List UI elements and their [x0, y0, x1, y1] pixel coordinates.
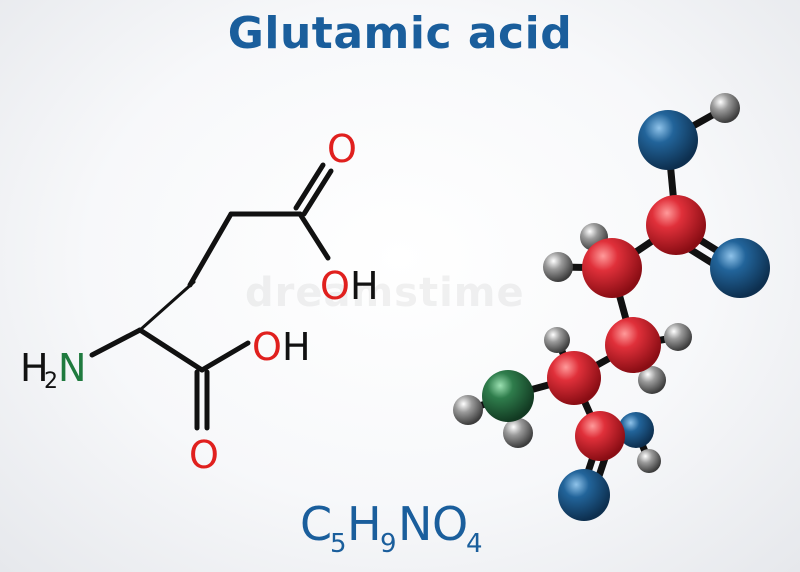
oxygen-atom-right	[710, 238, 770, 298]
carbon-atom-carboxyl-bottom	[575, 411, 625, 461]
bond-c1-oh	[199, 340, 251, 373]
hydrogen-atom	[638, 366, 666, 394]
atom-h-hydroxyl-right: H	[282, 325, 311, 369]
bond-c5-oh	[297, 211, 331, 261]
oxygen-atom-top	[638, 110, 698, 170]
bond-c5-o-double-a	[301, 168, 334, 217]
hydrogen-atom	[664, 323, 692, 351]
hydrogen-atom	[637, 449, 661, 473]
atom-h-hydroxyl-top: H	[350, 264, 379, 308]
atom-o-hydroxyl-top: O	[320, 264, 350, 308]
wedge-bond-c2-c3	[138, 280, 196, 332]
hydrogen-atom	[710, 93, 740, 123]
atom-o-carbonyl-top: O	[327, 127, 357, 171]
hydrogen-atom	[543, 252, 573, 282]
formula-o-count: 4	[466, 529, 483, 559]
oxygen-atom-bottom	[558, 469, 610, 521]
hydrogen-atom	[503, 418, 533, 448]
formula-c: C	[300, 497, 332, 551]
formula-o: O	[432, 497, 468, 551]
hydrogen-atom	[453, 395, 483, 425]
bond-c3-c4	[187, 211, 234, 288]
carbon-atom-beta	[582, 238, 642, 298]
oxygen-atom-hydroxyl	[618, 412, 654, 448]
formula-c-count: 5	[330, 529, 347, 559]
atom-o-carbonyl-bottom: O	[189, 433, 219, 477]
bond-c2-c1	[137, 327, 205, 373]
carbon-atom-gamma	[605, 317, 661, 373]
nitrogen-atom	[482, 370, 534, 422]
atom-h-amine-subscript: 2	[44, 369, 58, 394]
formula-h-count: 9	[380, 529, 397, 559]
molecular-formula: C 5 H 9 N O 4	[300, 497, 483, 559]
carbon-atom-alpha	[547, 351, 601, 405]
formula-n: N	[398, 497, 432, 551]
atom-h-amine: H	[20, 346, 49, 390]
bond-c5-o-double-b	[293, 162, 326, 211]
bond-n-c2	[89, 327, 143, 358]
hydrogen-atom	[544, 327, 570, 353]
atom-o-hydroxyl-right: O	[252, 325, 282, 369]
formula-h: H	[347, 497, 382, 551]
page-title: Glutamic acid	[227, 8, 573, 59]
carbon-atom-carboxyl-top	[646, 195, 706, 255]
watermark: dreamstime	[245, 270, 525, 316]
atom-n-amine: N	[58, 346, 86, 390]
